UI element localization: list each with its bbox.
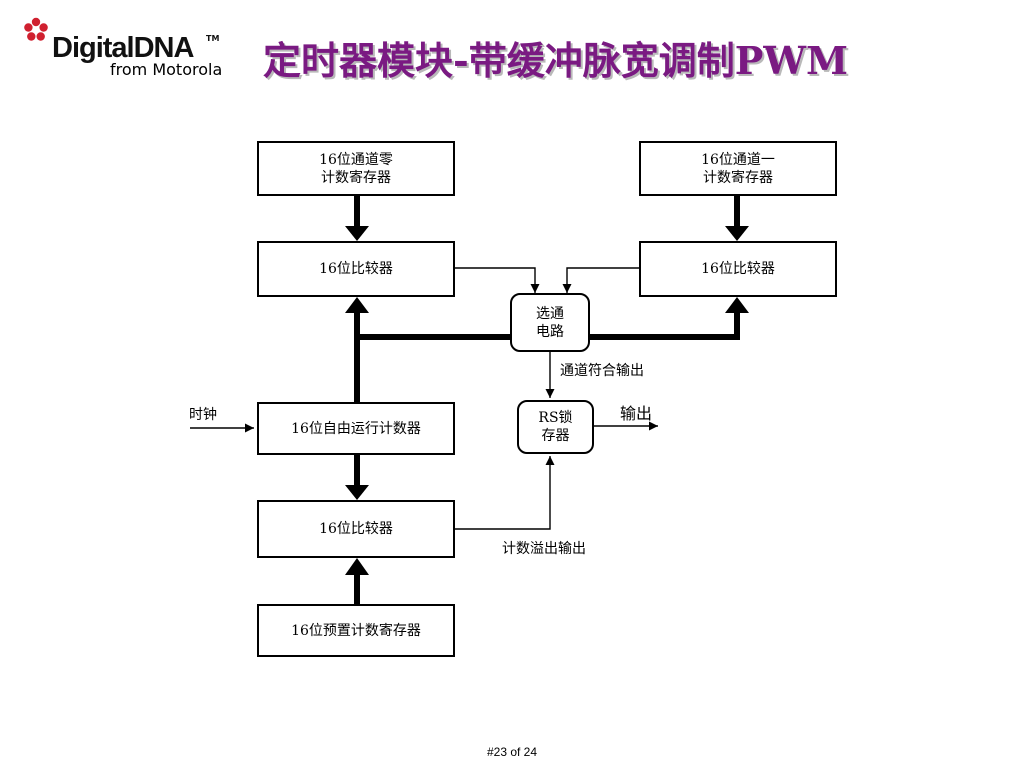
preset-count-register: 16位预置计数寄存器	[257, 604, 455, 657]
logo-trademark: TM	[206, 34, 220, 43]
page-number: #23 of 24	[486, 745, 538, 759]
channel-match-output-label: 通道符合输出	[560, 363, 644, 379]
thick-arrow-ch1	[725, 196, 749, 241]
slide-title: 定时器模块-带缓冲脉宽调制PWM	[263, 38, 849, 83]
select-circuit: 选通 电路	[510, 293, 590, 352]
comparator-ch0: 16位比较器	[257, 241, 455, 297]
wire-comparator0-to-select	[455, 267, 540, 293]
thick-arrow-counter-to-comparator	[345, 455, 369, 500]
ch0-count-register: 16位通道零 计数寄存器	[257, 141, 455, 196]
wire-comparator1-to-select	[562, 267, 640, 293]
thick-arrow-ch0	[345, 196, 369, 241]
thick-bus-horizontal	[354, 297, 749, 340]
clock-label: 时钟	[189, 407, 217, 423]
thick-bus-counter-to-comparator0	[345, 297, 369, 402]
count-overflow-output-label: 计数溢出输出	[502, 541, 586, 557]
digitaldna-logo: DigitalDNA TM	[22, 14, 222, 78]
logo-brand-text: DigitalDNA	[52, 32, 194, 64]
ch1-count-register: 16位通道一 计数寄存器	[639, 141, 837, 196]
thick-arrow-preset-to-comparator	[345, 558, 369, 604]
output-label: 输出	[620, 404, 653, 423]
comparator-ch1: 16位比较器	[639, 241, 837, 297]
flower-logo-icon	[24, 17, 48, 41]
rs-latch: RS锁 存器	[517, 400, 594, 454]
wire-overflow-to-latch	[455, 456, 555, 530]
free-running-counter: 16位自由运行计数器	[257, 402, 455, 455]
logo-subtitle: from Motorola	[110, 60, 223, 79]
comparator-preset: 16位比较器	[257, 500, 455, 558]
